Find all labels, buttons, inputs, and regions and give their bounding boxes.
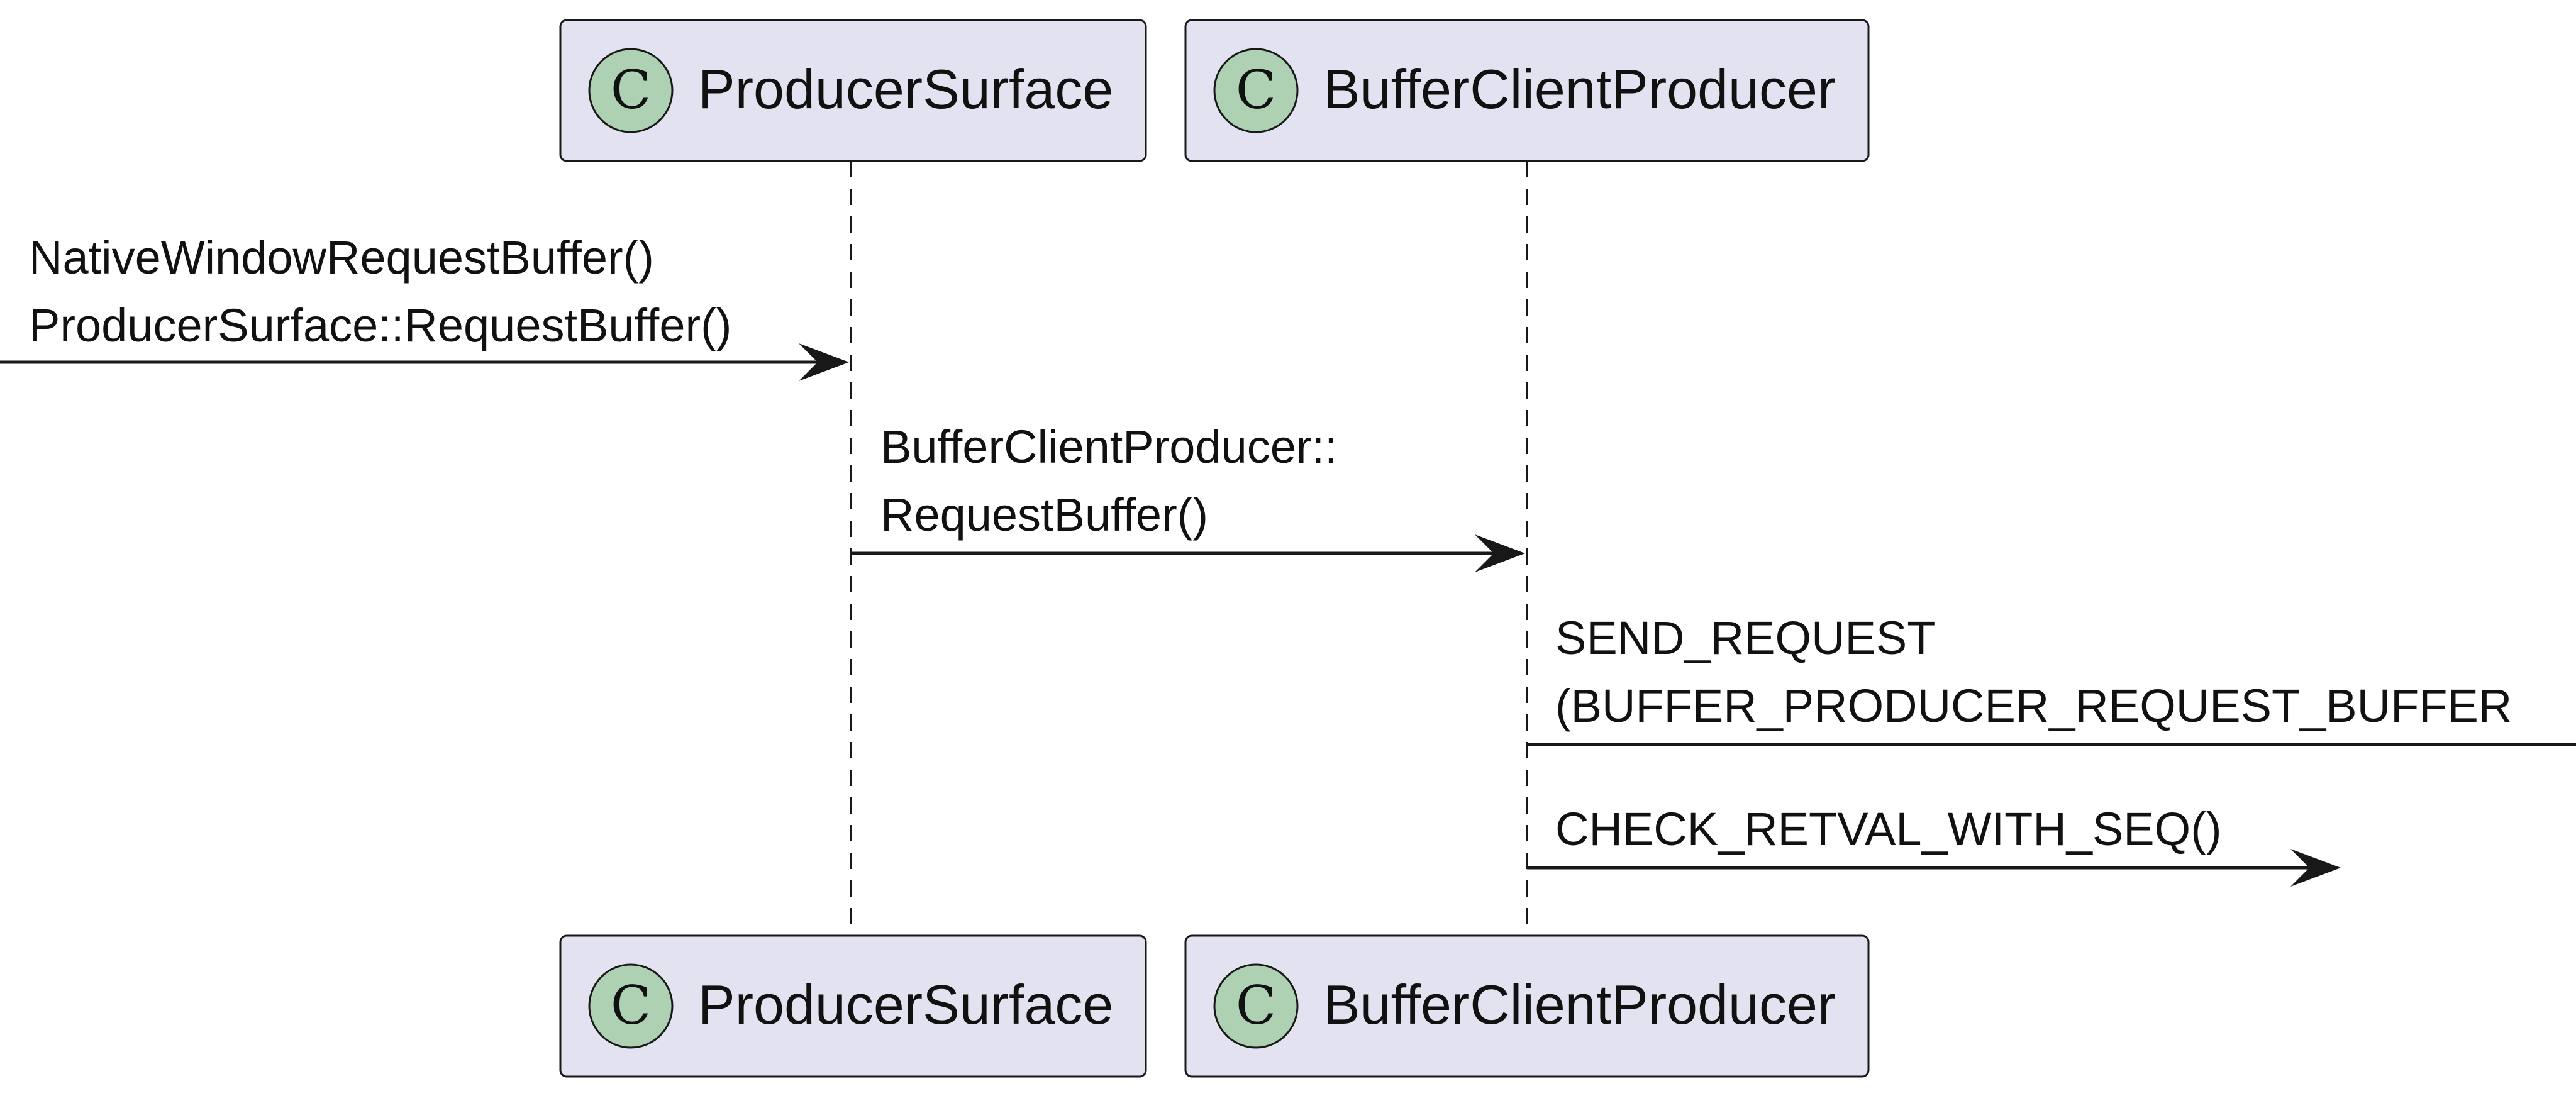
message-label: ProducerSurface::RequestBuffer() [29, 299, 731, 351]
arrowhead-icon [1475, 534, 1525, 572]
svg-text:C: C [1236, 975, 1276, 1036]
message-label: NativeWindowRequestBuffer() [29, 231, 654, 284]
message-1: NativeWindowRequestBuffer() ProducerSurf… [0, 231, 849, 381]
participant-producer-surface-bottom[interactable]: C ProducerSurface [559, 934, 1147, 1078]
participant-name: ProducerSurface [698, 58, 1113, 120]
svg-text:C: C [611, 59, 651, 121]
participant-name: ProducerSurface [698, 973, 1113, 1036]
message-label: RequestBuffer() [880, 489, 1208, 541]
class-c-icon: C [1213, 48, 1299, 133]
message-2: BufferClientProducer:: RequestBuffer() [851, 421, 1525, 572]
arrowhead-icon [799, 343, 849, 381]
participant-name: BufferClientProducer [1323, 58, 1836, 120]
class-c-icon: C [588, 963, 674, 1049]
svg-text:C: C [611, 975, 651, 1036]
class-c-icon: C [588, 48, 674, 133]
participant-producer-surface-top[interactable]: C ProducerSurface [559, 19, 1147, 162]
message-3: SEND_REQUEST (BUFFER_PRODUCER_REQUEST_BU… [1527, 612, 2576, 746]
message-label: (BUFFER_PRODUCER_REQUEST_BUFFER [1555, 680, 2512, 732]
participant-buffer-client-producer-top[interactable]: C BufferClientProducer [1184, 19, 1870, 162]
message-4: CHECK_RETVAL_WITH_SEQ() [1527, 803, 2341, 887]
message-label: SEND_REQUEST [1555, 612, 1935, 664]
participant-name: BufferClientProducer [1323, 973, 1836, 1036]
message-label: BufferClientProducer:: [880, 421, 1338, 473]
message-label: CHECK_RETVAL_WITH_SEQ() [1555, 803, 2222, 855]
svg-text:C: C [1236, 59, 1276, 121]
participant-buffer-client-producer-bottom[interactable]: C BufferClientProducer [1184, 934, 1870, 1078]
class-c-icon: C [1213, 963, 1299, 1049]
arrowhead-icon [2290, 849, 2341, 887]
